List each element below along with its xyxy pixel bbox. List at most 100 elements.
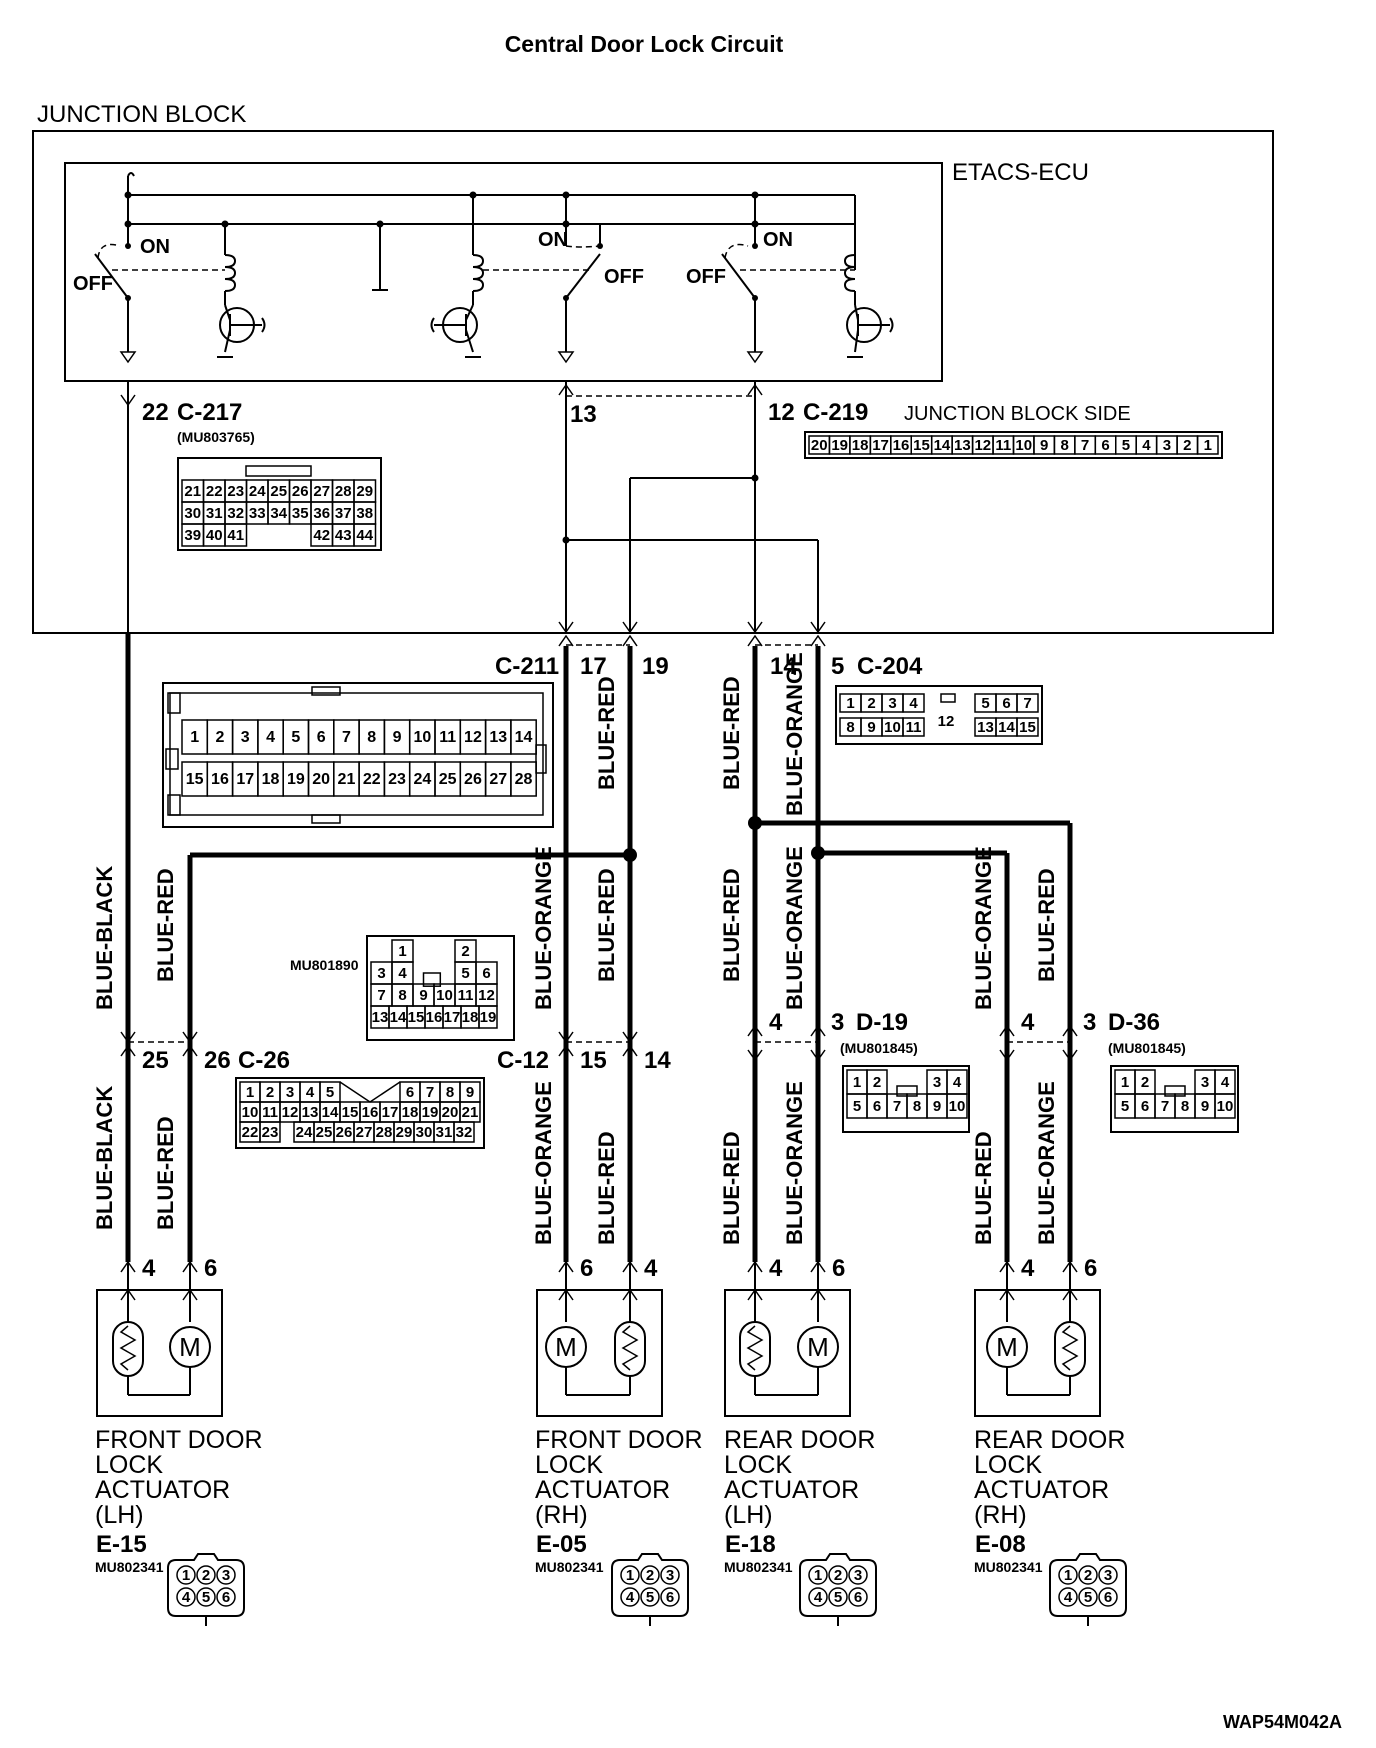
svg-text:15: 15 (342, 1104, 359, 1121)
actuator-name: REAR DOOR (724, 1426, 875, 1454)
svg-text:5: 5 (1084, 1589, 1092, 1606)
connector-cell: 16 (206, 761, 234, 797)
connector-cell: 37 (331, 501, 355, 525)
connector-cell: 19 (282, 761, 310, 797)
svg-text:1: 1 (1204, 437, 1212, 454)
svg-text:9: 9 (1040, 437, 1048, 454)
pin-15: 15 (580, 1047, 607, 1074)
connector-cell: 10 (946, 1093, 968, 1119)
svg-text:1: 1 (246, 1084, 254, 1101)
connector-cell: 1 (846, 1069, 868, 1095)
connector-cell: 14 (995, 717, 1018, 737)
connector-cell: 19 (828, 435, 851, 455)
svg-text:6: 6 (873, 1098, 881, 1115)
svg-text:12: 12 (464, 729, 482, 746)
connector-cell: 5 (974, 693, 997, 713)
svg-text:43: 43 (335, 527, 352, 544)
svg-text:17: 17 (236, 771, 254, 788)
svg-text:18: 18 (852, 437, 869, 454)
svg-text:3: 3 (222, 1567, 230, 1584)
svg-text:31: 31 (206, 505, 223, 522)
svg-text:4: 4 (182, 1589, 191, 1606)
connector-cell: 11 (454, 983, 477, 1007)
connector-cell: 28 (510, 761, 537, 797)
actuator-name: FRONT DOOR (535, 1426, 703, 1454)
svg-text:9: 9 (1201, 1098, 1209, 1115)
svg-text:6: 6 (482, 965, 490, 982)
svg-text:9: 9 (933, 1098, 941, 1115)
svg-text:9: 9 (419, 987, 427, 1004)
svg-text:7: 7 (1161, 1098, 1169, 1115)
motor-icon: M (797, 1326, 839, 1368)
svg-text:13: 13 (977, 719, 994, 736)
connector-cell: 27 (310, 479, 334, 503)
svg-text:14: 14 (998, 719, 1015, 736)
wire-labels: BLUE-BLACK BLUE-RED BLUE-ORANGE BLUE-RED… (92, 652, 1059, 1245)
actuator-name: LOCK (95, 1451, 163, 1479)
switch-off-label: OFF (686, 266, 726, 288)
svg-text:15: 15 (913, 437, 930, 454)
svg-text:1: 1 (1121, 1074, 1129, 1091)
connector-cell: 7 (1154, 1093, 1176, 1119)
connector-cell: 17 (379, 1101, 401, 1123)
svg-text:3: 3 (1104, 1567, 1112, 1584)
svg-text:6: 6 (1141, 1098, 1149, 1115)
svg-text:27: 27 (356, 1124, 373, 1141)
svg-text:6: 6 (222, 1589, 230, 1606)
svg-text:5: 5 (1121, 1098, 1129, 1115)
actuator-name: ACTUATOR (535, 1476, 670, 1504)
svg-text:3: 3 (933, 1074, 941, 1091)
actuator-name: ACTUATOR (95, 1476, 230, 1504)
connector-cell: 18 (849, 435, 872, 455)
connector-cell: 5 (1114, 1093, 1136, 1119)
connector-cell: 28 (373, 1121, 395, 1143)
connector-cell: 10 (881, 717, 904, 737)
svg-text:3: 3 (241, 729, 250, 746)
svg-text:18: 18 (262, 771, 280, 788)
svg-text:26: 26 (464, 771, 482, 788)
pin-4: 4 (1021, 1009, 1035, 1036)
svg-text:6: 6 (406, 1084, 414, 1101)
connector-cell: 39 (181, 523, 205, 547)
connector-cell: 3 (881, 693, 904, 713)
connector-cell: 9 (412, 983, 435, 1007)
connector-cell: 11 (259, 1101, 281, 1123)
svg-text:23: 23 (262, 1124, 279, 1141)
connector-cell: 22 (202, 479, 226, 503)
svg-text:19: 19 (287, 771, 305, 788)
connector-cell: 12 (971, 435, 994, 455)
svg-text:5: 5 (981, 695, 989, 712)
part-number: (MU801845) (1108, 1040, 1186, 1056)
connector-cell: 1 (1114, 1069, 1136, 1095)
connector-cell: 7 (1074, 435, 1097, 455)
connector-cell: 12 (279, 1101, 301, 1123)
connector-cell: 2 (1134, 1069, 1156, 1095)
connector-cell: 15 (339, 1101, 361, 1123)
svg-text:24: 24 (296, 1124, 313, 1141)
connector-cell: 5 (282, 719, 310, 755)
svg-text:22: 22 (242, 1124, 259, 1141)
connector-cell: 14 (319, 1101, 341, 1123)
connector-cell: 15 (1016, 717, 1039, 737)
connector-cell: 16 (424, 1005, 444, 1029)
connector-cell: 1 (1196, 435, 1219, 455)
connector-cell: 3 (279, 1081, 301, 1103)
actuator-name: (LH) (95, 1501, 144, 1529)
svg-text:6: 6 (317, 729, 326, 746)
svg-text:M: M (179, 1332, 201, 1362)
etacs-ecu-label: ETACS-ECU (952, 159, 1089, 186)
part-number: (MU801845) (840, 1040, 918, 1056)
connector-cell: 13 (370, 1005, 390, 1029)
connector-cell: 7 (886, 1093, 908, 1119)
wire-label: BLUE-RED (153, 1116, 178, 1230)
connector-cell: 35 (288, 501, 312, 525)
pin-26: 26 (204, 1047, 231, 1074)
connector-cell: 32 (224, 501, 248, 525)
svg-text:13: 13 (372, 1009, 389, 1026)
svg-text:21: 21 (338, 771, 356, 788)
svg-text:1: 1 (853, 1074, 861, 1091)
svg-text:7: 7 (377, 987, 385, 1004)
